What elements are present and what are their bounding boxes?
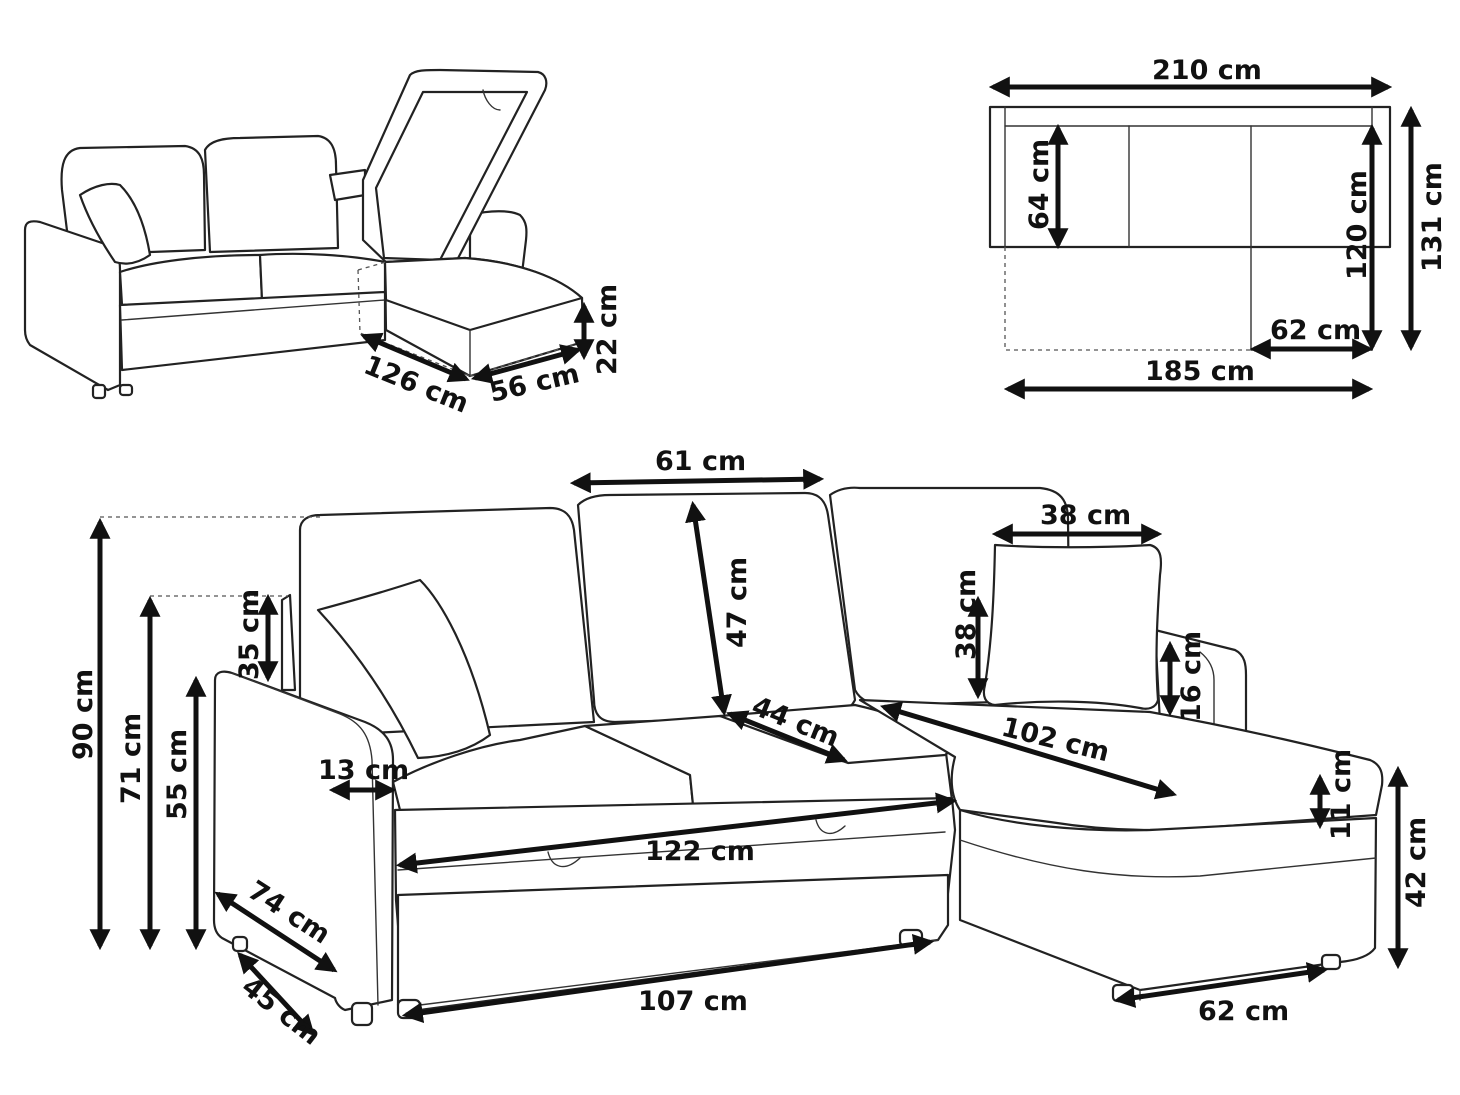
top-total-depth-label: 131 cm — [1417, 162, 1448, 272]
small-perspective-view: 126 cm 56 cm 22 cm — [23, 68, 623, 420]
pillow-height-label: 38 cm — [951, 569, 982, 660]
chaise-height-label: 42 cm — [1401, 817, 1432, 908]
pillow-width-label: 38 cm — [1040, 500, 1131, 531]
top-inner-chaise-label: 120 cm — [1342, 170, 1373, 280]
seat-width-label: 122 cm — [645, 836, 755, 867]
cushion-width-label: 61 cm — [655, 446, 746, 477]
backrest-height-label: 35 cm — [234, 589, 265, 680]
cushion-thick-label: 11 cm — [1326, 749, 1357, 840]
main-perspective-view: 61 cm 47 cm 44 cm 38 cm 38 cm 35 cm 16 c… — [68, 446, 1432, 1052]
chaise-base-label: 62 cm — [1198, 996, 1289, 1027]
top-width-label: 210 cm — [1152, 55, 1262, 86]
armrest-top-label: 16 cm — [1176, 631, 1207, 722]
arm-width-label: 13 cm — [318, 755, 409, 786]
cushion-height-label: 47 cm — [722, 557, 753, 648]
bed-width-label: 107 cm — [638, 986, 748, 1017]
back-height-label: 71 cm — [116, 713, 147, 804]
top-view: 210 cm 64 cm 120 cm 131 cm 62 cm 185 cm — [988, 55, 1448, 400]
total-height-label: 90 cm — [68, 669, 99, 760]
top-seat-depth-label: 64 cm — [1024, 139, 1055, 230]
small-height-label: 22 cm — [592, 284, 623, 375]
arm-height-label: 55 cm — [162, 729, 193, 820]
top-bottom-width-label: 185 cm — [1145, 356, 1255, 387]
top-chaise-width-label: 62 cm — [1270, 315, 1361, 346]
